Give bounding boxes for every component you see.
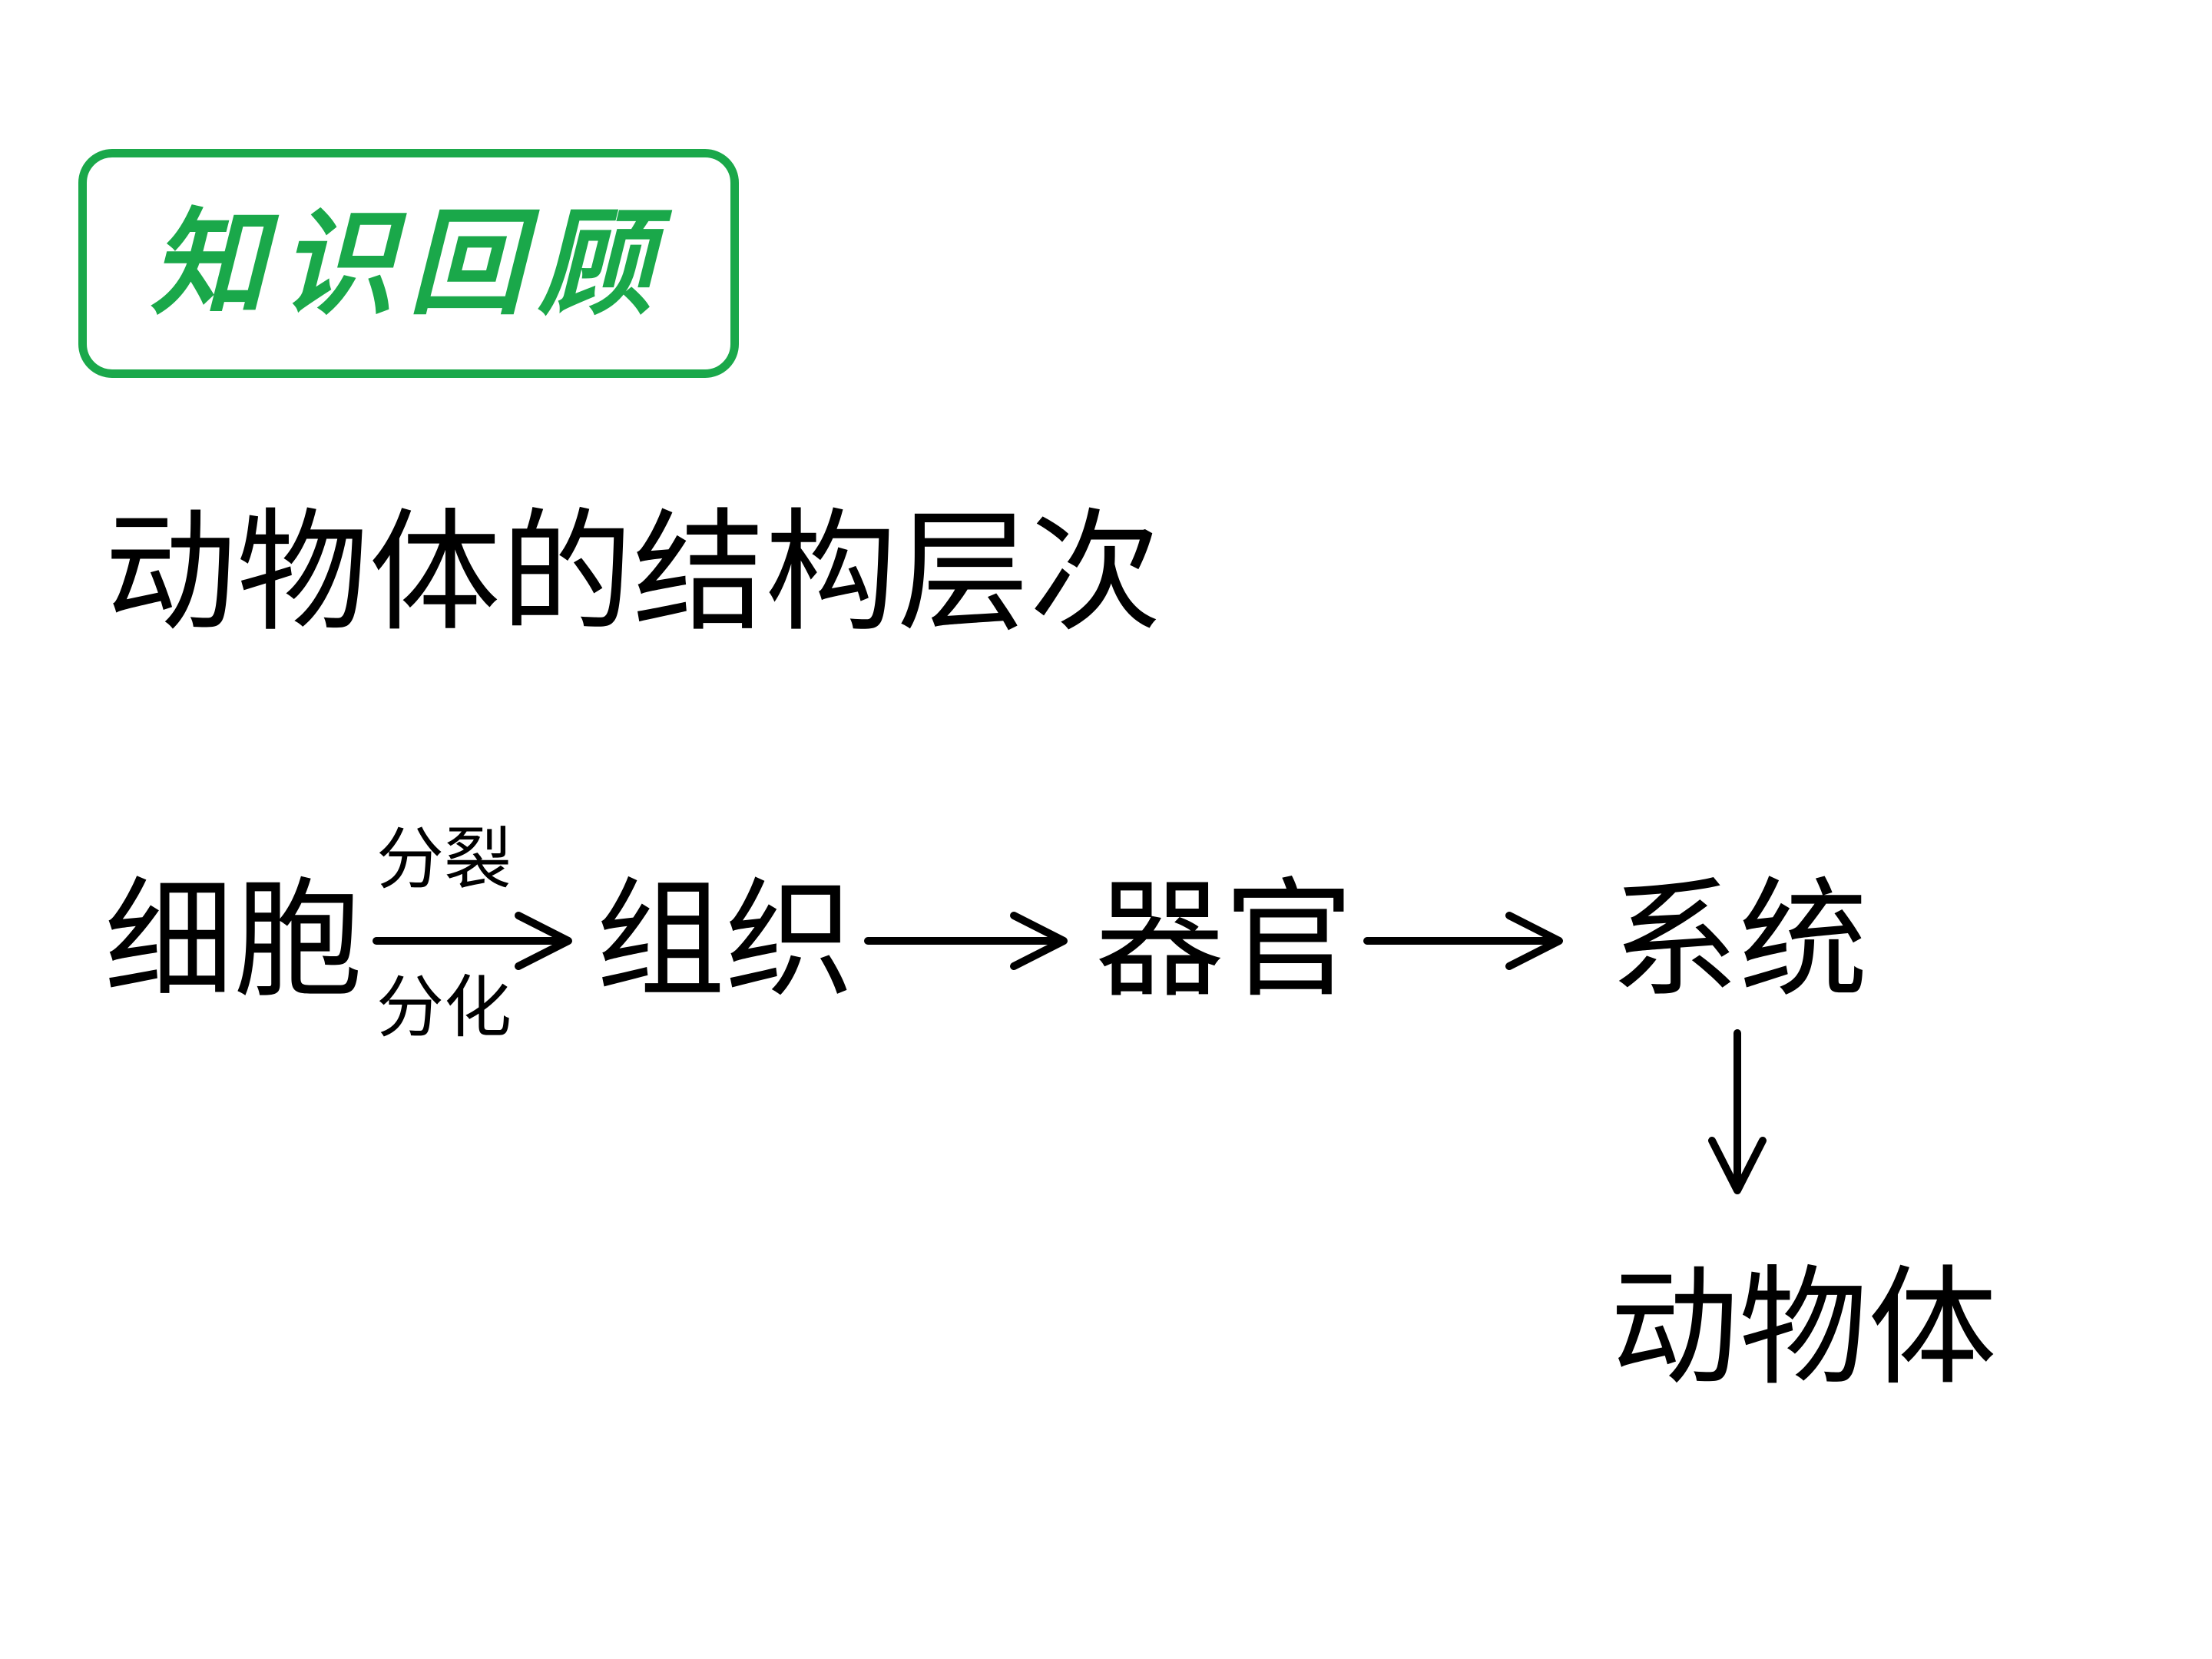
node-cell: 细胞 (104, 865, 363, 1015)
arrow-organ-to-system (1363, 912, 1563, 970)
node-tissue: 组织 (596, 865, 854, 1015)
arrow-cell-to-tissue (373, 912, 572, 970)
node-animal-body: 动物体 (1610, 1253, 1997, 1403)
knowledge-review-title: 知识回顾 (150, 196, 667, 331)
arrow-label-differentiation: 分化 (376, 968, 512, 1047)
arrow-label-division: 分裂 (376, 820, 512, 899)
node-system: 系统 (1610, 865, 1868, 1015)
slide-title: 动物体的结构层次 (104, 495, 1161, 650)
arrow-system-to-animal-body (1708, 1029, 1767, 1194)
node-organ: 器官 (1095, 865, 1353, 1015)
arrow-tissue-to-organ (864, 912, 1068, 970)
knowledge-review-box: 知识回顾 (78, 149, 739, 378)
